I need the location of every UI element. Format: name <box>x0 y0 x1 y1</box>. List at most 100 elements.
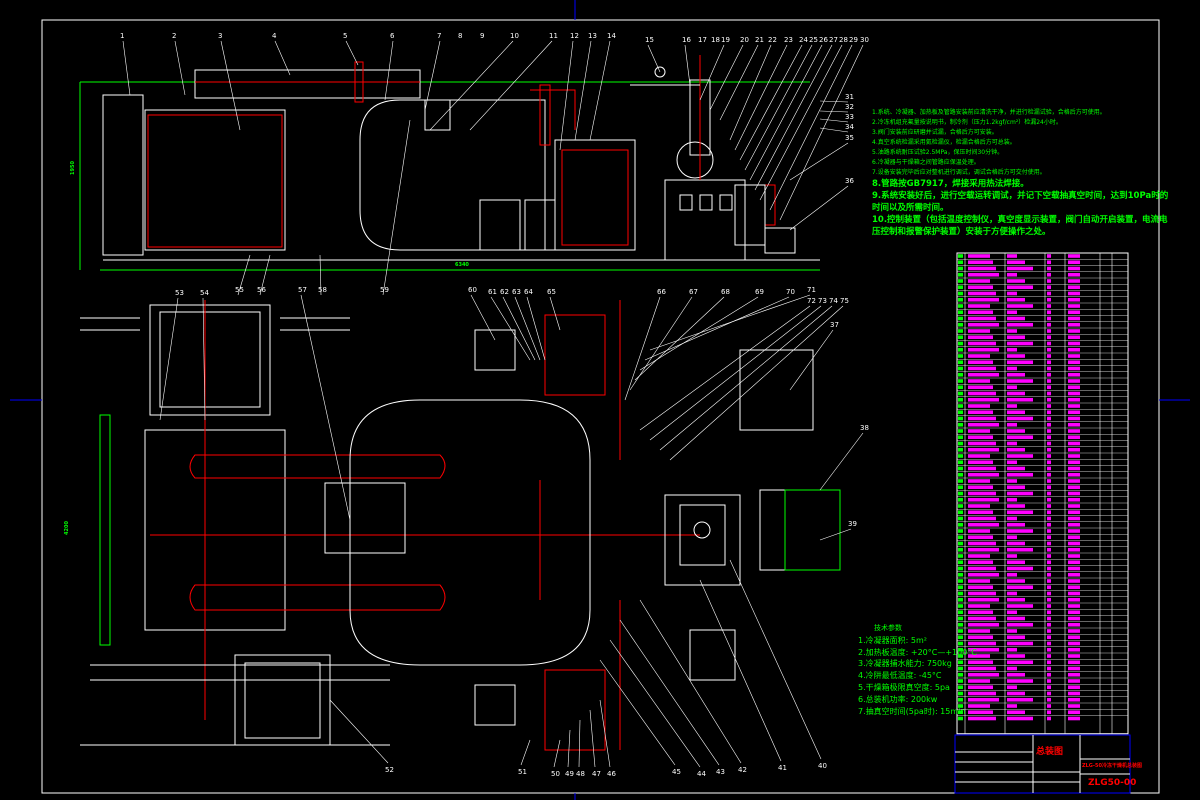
balloon-label: 51 <box>518 768 527 776</box>
table-cell-mark <box>1068 404 1080 408</box>
leader-line <box>490 296 531 361</box>
table-cell-mark <box>1068 510 1080 515</box>
balloon-label: 53 <box>175 289 184 297</box>
leader-line <box>574 40 592 141</box>
table-cell-mark <box>958 260 963 265</box>
balloon-label: 43 <box>716 768 725 776</box>
table-cell-mark <box>1007 441 1017 446</box>
table-cell-mark <box>968 310 993 315</box>
balloon-label: 19 <box>721 36 730 44</box>
leader-line <box>734 44 788 151</box>
balloon-label: 68 <box>721 288 730 296</box>
technical-specs: 技术参数 1.冷凝器面积: 5m² 2.加热板温度: +20°C—+100°C … <box>858 623 977 717</box>
table-cell-mark <box>958 335 963 340</box>
table-cell-mark <box>968 472 999 477</box>
balloon-label: 34 <box>845 123 854 131</box>
table-cell-mark <box>1007 560 1025 565</box>
table-cell-mark <box>1047 297 1051 302</box>
table-cell-mark <box>1068 679 1080 683</box>
table-cell-mark <box>1068 266 1080 271</box>
table-cell-mark <box>1007 610 1017 615</box>
table-cell-mark <box>968 429 990 433</box>
table-cell-mark <box>1007 485 1025 490</box>
table-cell-mark <box>1047 591 1051 596</box>
table-cell-mark <box>1047 572 1051 577</box>
table-cell-mark <box>1007 504 1025 508</box>
balloon-label: 72 <box>807 297 816 305</box>
balloon-label: 67 <box>689 288 698 296</box>
table-cell-mark <box>1068 441 1080 446</box>
leader-line <box>789 142 849 181</box>
leader-line <box>202 297 206 421</box>
note: 3.阀门安装前应研磨并试漏，合格后方可安装。 <box>872 129 998 136</box>
table-cell-mark <box>968 304 990 308</box>
table-cell-mark <box>968 454 990 458</box>
leader-line <box>754 44 833 191</box>
table-cell-mark <box>968 316 996 321</box>
table-cell-mark <box>968 479 990 483</box>
table-cell-mark <box>968 635 993 640</box>
balloon-label: 48 <box>576 770 585 778</box>
table-cell-mark <box>968 522 999 527</box>
table-cell-mark <box>1047 497 1051 502</box>
table-cell-mark <box>1047 660 1051 665</box>
leader-line <box>424 40 441 111</box>
table-cell-mark <box>1007 622 1033 627</box>
table-cell-mark <box>1047 366 1051 371</box>
leader-line <box>819 432 864 491</box>
balloon-label: 44 <box>697 770 706 778</box>
table-cell-mark <box>1007 579 1025 583</box>
table-cell-mark <box>1068 604 1080 608</box>
table-cell-mark <box>958 416 963 421</box>
title-block-drawing-no: ZLG50-00 <box>1088 778 1137 788</box>
table-cell-mark <box>968 404 990 408</box>
balloon-label: 37 <box>830 321 839 329</box>
balloon-label: 47 <box>592 770 601 778</box>
table-cell-mark <box>1068 310 1080 315</box>
table-cell-mark <box>1007 460 1017 465</box>
table-cell-mark <box>968 410 993 415</box>
table-cell-mark <box>958 466 963 471</box>
table-cell-mark <box>1047 485 1051 490</box>
table-cell-mark <box>1047 629 1051 633</box>
leader-line <box>526 296 546 361</box>
table-cell-mark <box>1047 254 1051 258</box>
balloon-label: 4 <box>272 32 277 40</box>
table-cell-mark <box>958 647 963 652</box>
table-cell-mark <box>958 397 963 402</box>
table-cell-mark <box>968 710 993 715</box>
leader-line <box>739 44 803 161</box>
leader-line <box>578 719 581 768</box>
leader-line <box>429 40 514 131</box>
table-cell-mark <box>1068 654 1080 658</box>
table-cell-mark <box>968 616 996 621</box>
leader-line <box>647 44 661 73</box>
table-cell-mark <box>968 372 999 377</box>
table-cell-mark <box>968 572 999 577</box>
table-cell-mark <box>958 585 963 590</box>
table-cell-mark <box>1007 591 1017 596</box>
balloon-label: 58 <box>318 286 327 294</box>
table-cell-mark <box>1068 541 1080 546</box>
table-cell-mark <box>1068 610 1080 615</box>
table-cell-mark <box>958 347 963 352</box>
table-cell-mark <box>1047 466 1051 471</box>
table-cell-mark <box>958 460 963 465</box>
table-cell-mark <box>1047 579 1051 583</box>
table-cell-mark <box>1047 672 1051 677</box>
leader-line <box>759 44 843 201</box>
table-cell-mark <box>1068 410 1080 415</box>
balloon-label: 52 <box>385 766 394 774</box>
table-cell-mark <box>958 329 963 333</box>
balloon-label: 14 <box>607 32 616 40</box>
table-cell-mark <box>1047 654 1051 658</box>
table-cell-mark <box>958 654 963 658</box>
balloon-label: 60 <box>468 286 477 294</box>
table-cell-mark <box>958 491 963 496</box>
table-cell-mark <box>968 460 993 465</box>
table-cell-mark <box>958 629 963 633</box>
note: 6.冷凝器与干燥箱之间管路应保温处理。 <box>872 159 980 166</box>
balloon-label: 26 <box>819 36 828 44</box>
balloon-label: 41 <box>778 764 787 772</box>
table-cell-mark <box>1007 279 1025 283</box>
